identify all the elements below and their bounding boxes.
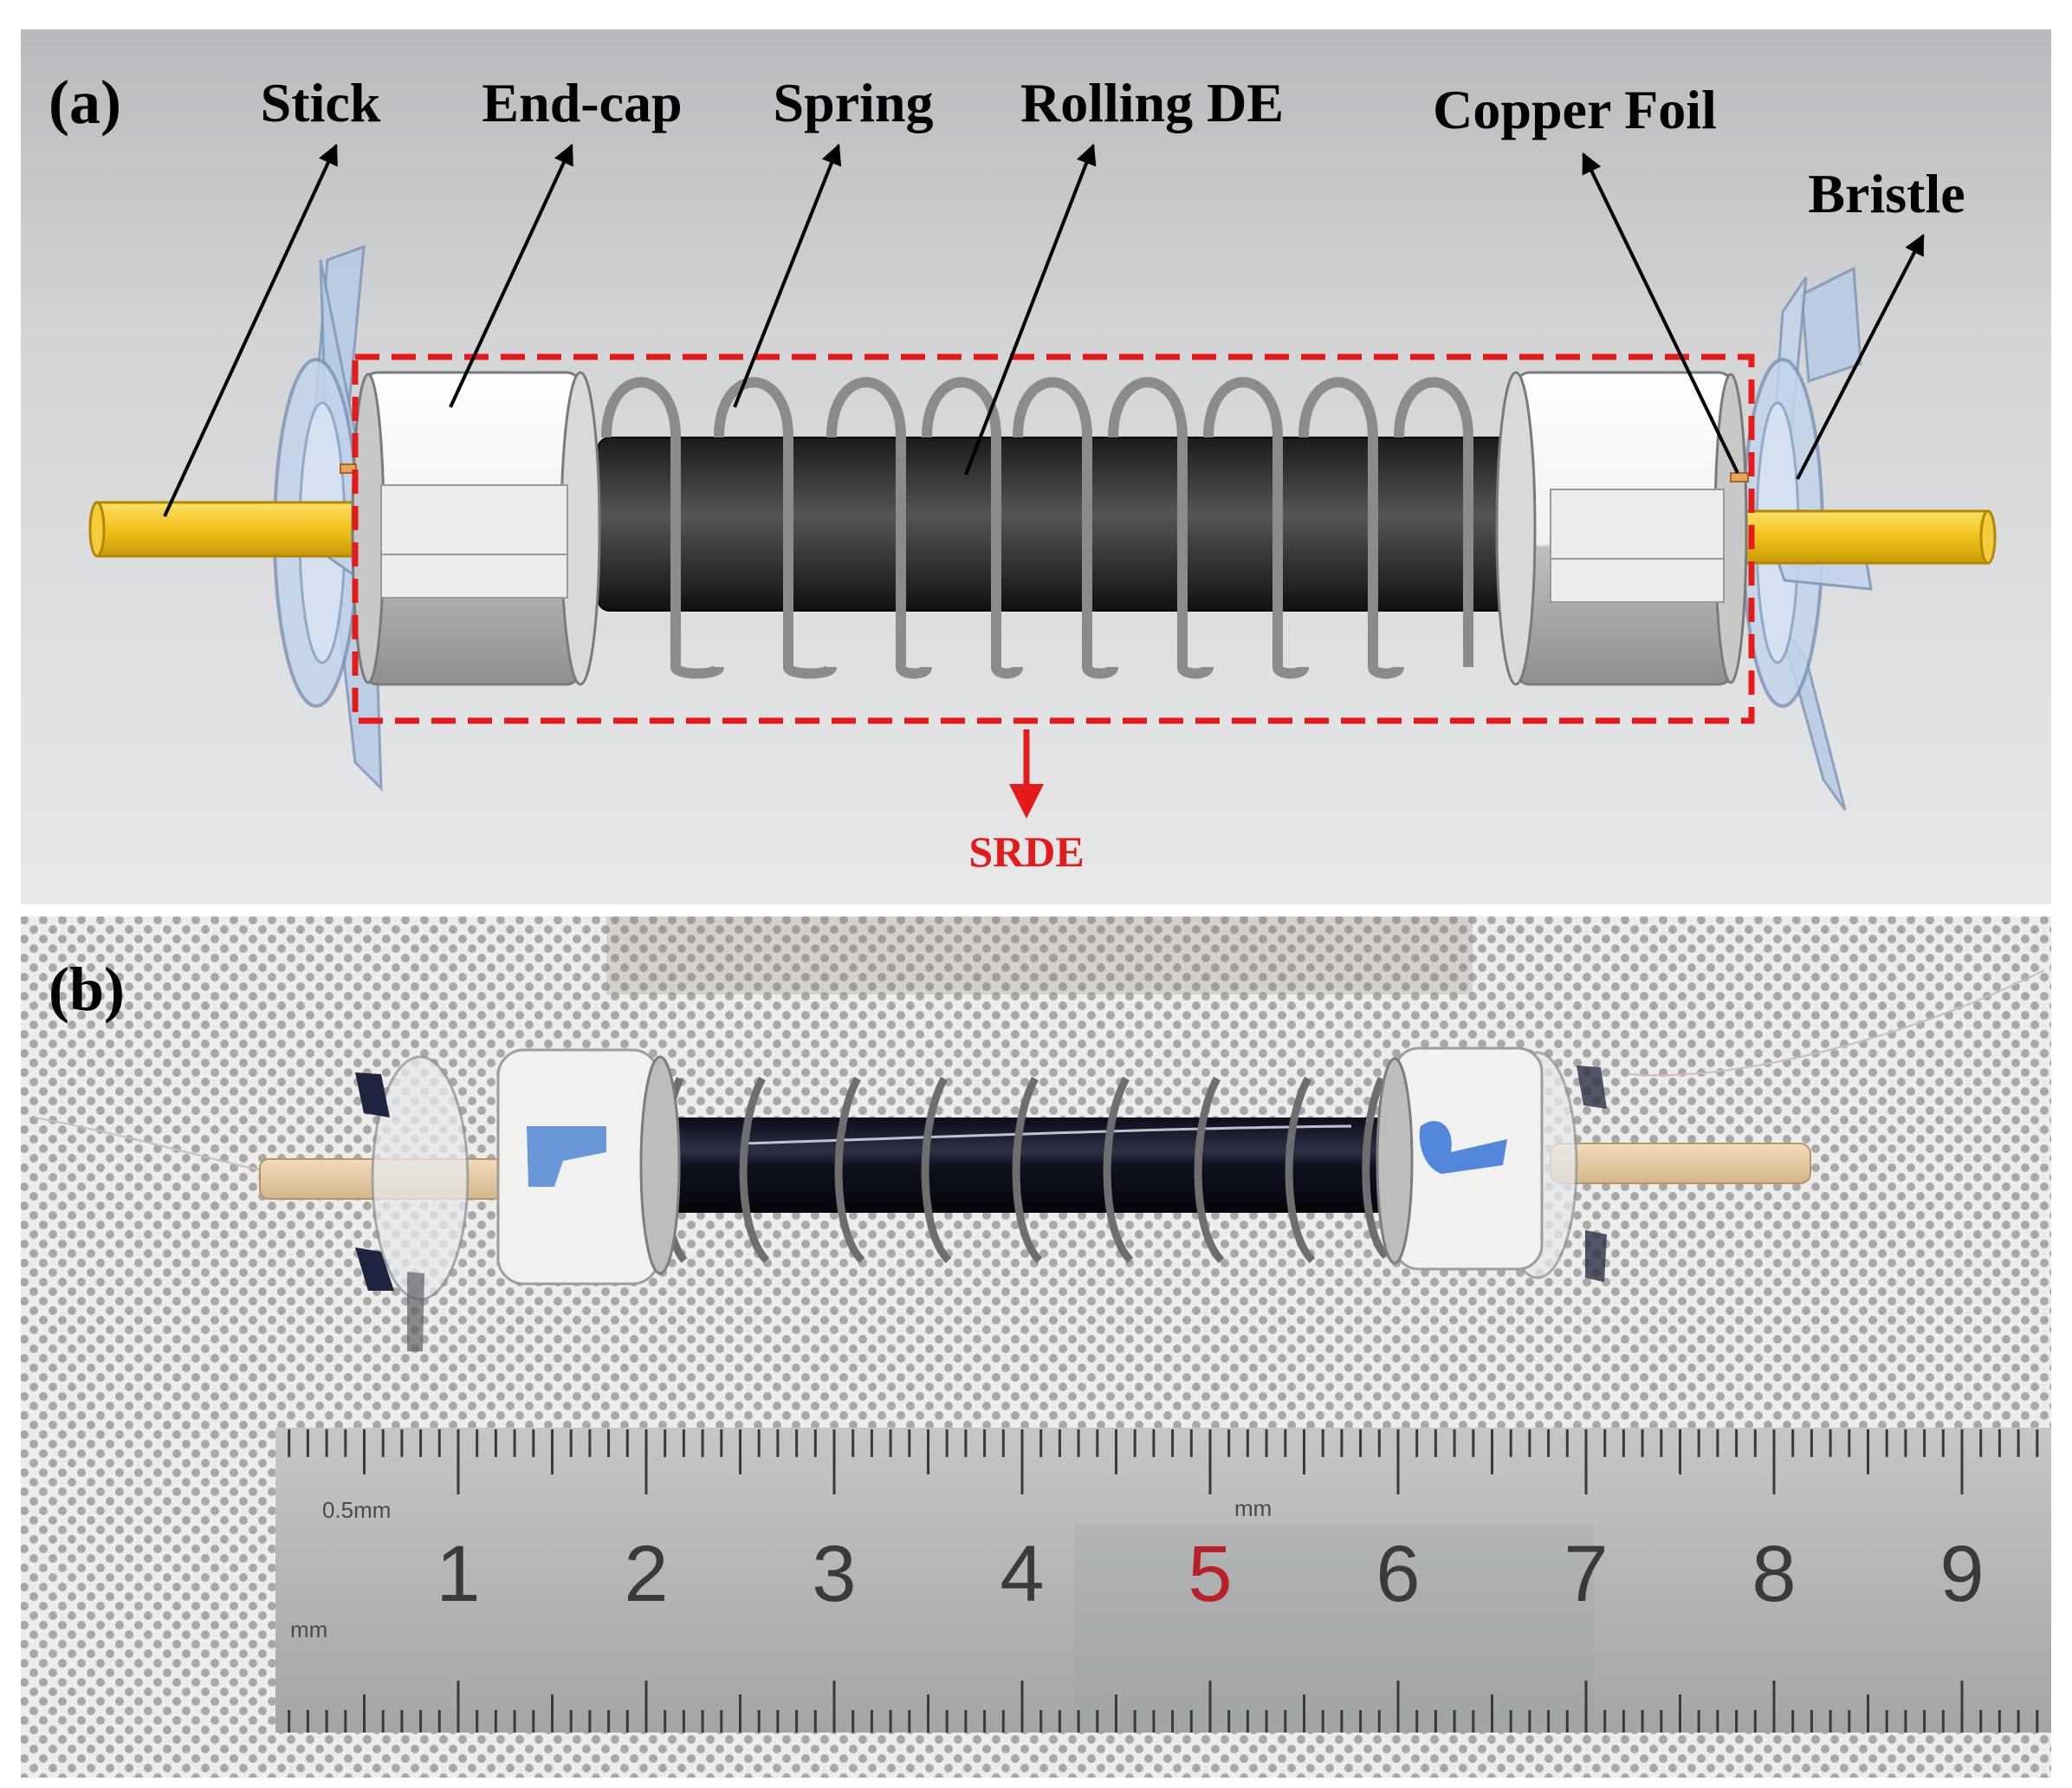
panel-b: 1 2 3 4 5 6 7 8 9 0.5mm mm mm (b) [21,917,2051,1778]
panel-a: SRDE (a) Stick End-cap Spring Rolling DE… [21,29,2051,904]
panel-a-label: (a) [49,68,121,137]
ruler-upper-scale-label: 0.5mm [322,1497,391,1523]
rolling-de-label: Rolling DE [1020,72,1284,133]
stick [88,501,1997,565]
ruler-lower-unit-label: mm [290,1616,327,1642]
ruler-label-6: 6 [1376,1530,1420,1618]
ruler-label-1: 1 [436,1530,480,1618]
ruler-body [275,1428,2051,1733]
ruler-label-7: 7 [1564,1530,1608,1618]
stick-label: Stick [261,72,381,133]
panel-b-label: (b) [49,955,125,1024]
srde-label: SRDE [968,827,1084,876]
spring-label: Spring [774,72,934,133]
rolling-de [597,437,1534,612]
device-photo [259,1046,1811,1351]
ruler: 1 2 3 4 5 6 7 8 9 0.5mm mm mm [275,1428,2051,1733]
ruler-label-3: 3 [812,1530,856,1618]
copper-foil-label: Copper Foil [1433,79,1717,140]
ruler-label-9: 9 [1939,1530,1984,1618]
ruler-major-labels: 1 2 3 4 5 6 7 8 9 [436,1530,1984,1618]
end-cap-label: End-cap [482,72,682,133]
ruler-label-8: 8 [1751,1530,1796,1618]
end-cap-right [1495,371,1748,686]
srde-boundary [352,353,1755,724]
copper-foil [1730,472,1749,483]
ruler-label-2: 2 [624,1530,668,1618]
callout-lines [163,143,1925,517]
spring-photo [660,1076,1389,1264]
ruler-label-5: 5 [1188,1530,1232,1618]
ruler-label-4: 4 [1000,1530,1044,1618]
end-cap-left [351,371,601,686]
srde-arrow [1009,729,1044,819]
bristle-label: Bristle [1808,163,1965,224]
ruler-upper-unit-label: mm [1234,1495,1272,1521]
ruler-ticks [288,1429,2039,1733]
copper-foil-left [340,463,357,474]
spring [601,377,1473,679]
